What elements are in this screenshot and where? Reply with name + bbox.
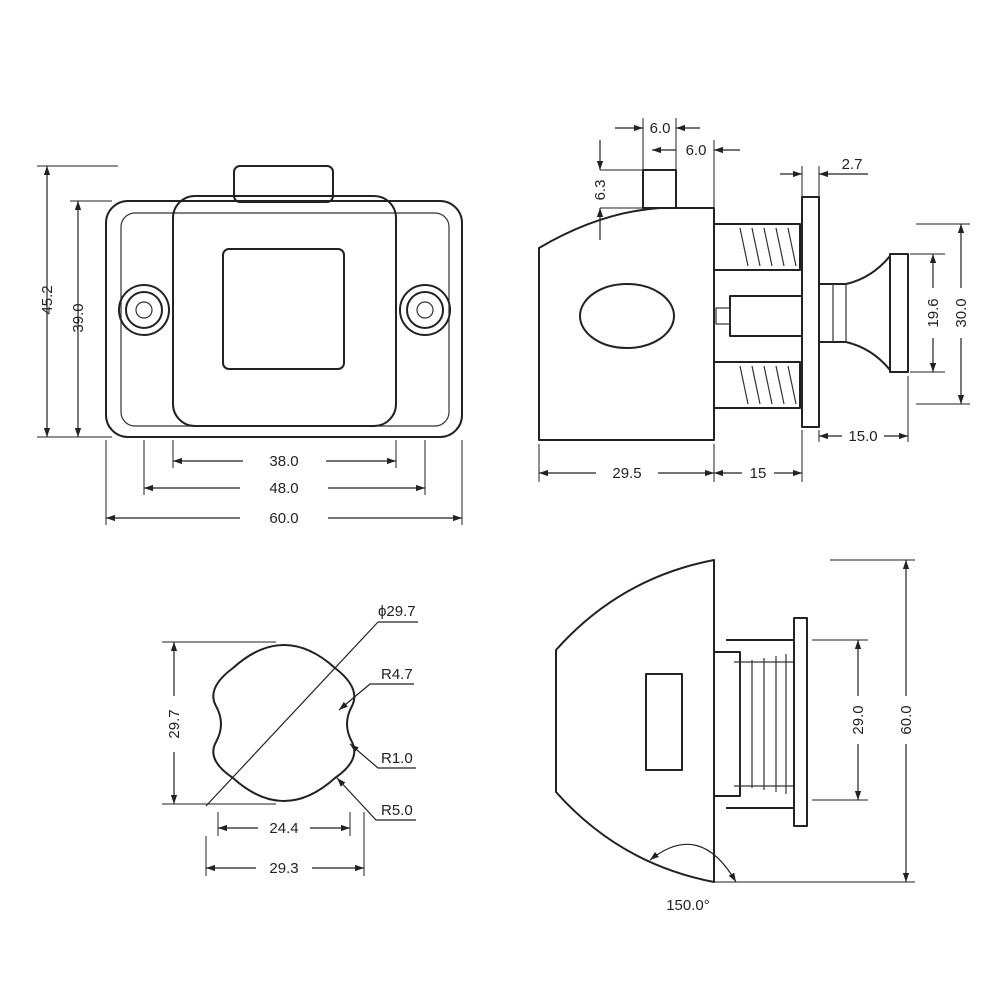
dim-width-holes: 48.0 — [269, 480, 298, 497]
dim-body-depth: 29.5 — [612, 465, 641, 482]
dim-width-overall: 60.0 — [269, 510, 298, 527]
dim-stem-length: 15 — [750, 465, 767, 482]
dim-diameter: ϕ29.7 — [378, 603, 416, 620]
latch-body — [538, 207, 715, 441]
top-flange — [793, 617, 808, 827]
top-collar — [713, 651, 741, 797]
dim-width-button: 38.0 — [269, 453, 298, 470]
dim-knob-length: 15.0 — [848, 428, 877, 445]
dim-radius-fillet: R1.0 — [381, 750, 413, 767]
dim-radius-lobe: R4.7 — [381, 666, 413, 683]
flange-plate — [801, 196, 820, 428]
front-view: 45.2 39.0 38.0 48.0 60.0 — [37, 165, 463, 527]
dim-width-inner: 24.4 — [269, 820, 298, 837]
dim-knob-height: 19.6 — [925, 298, 942, 327]
dim-height-overall: 45.2 — [39, 285, 56, 314]
top-tab — [233, 165, 334, 203]
dim-thread-height: 29.0 — [850, 705, 867, 734]
knob-cap — [889, 253, 909, 373]
housing-inner — [120, 212, 450, 427]
dim-knob-flange: 30.0 — [953, 298, 970, 327]
top-slot — [645, 673, 683, 771]
right-screw-hole — [399, 284, 451, 336]
left-screw-hole — [118, 284, 170, 336]
dim-flange-thickness: 2.7 — [842, 156, 863, 173]
lower-thread — [714, 361, 801, 409]
cutout-view: ϕ29.7 R4.7 R1.0 R5.0 29.7 24.4 29.3 — [162, 603, 418, 877]
dim-nub-offset: 6.0 — [686, 142, 707, 159]
upper-thread — [714, 223, 801, 271]
dim-radius-notch: R5.0 — [381, 802, 413, 819]
push-button — [172, 195, 397, 427]
diameter-line — [205, 621, 379, 807]
dim-width-outer: 29.3 — [269, 860, 298, 877]
top-thread — [726, 639, 795, 809]
dim-nub-width: 6.0 — [650, 120, 671, 137]
center-stem — [729, 295, 803, 337]
top-body — [555, 559, 715, 883]
body-oval — [579, 283, 675, 349]
dim-nub-height: 6.3 — [592, 180, 609, 201]
button-square — [222, 248, 345, 370]
dim-overall-height: 60.0 — [898, 705, 915, 734]
top-nub — [642, 169, 677, 209]
dim-angle: 150.0° — [666, 897, 710, 914]
side-view: 6.0 6.0 6.3 2.7 19.6 30.0 15.0 29.5 15 — [538, 118, 970, 482]
dim-height-inner: 39.0 — [70, 303, 87, 332]
angle-arc — [649, 843, 737, 883]
knob — [818, 255, 891, 371]
dim-cutout-height: 29.7 — [166, 709, 183, 738]
top-view: 29.0 60.0 150.0° — [555, 559, 915, 914]
